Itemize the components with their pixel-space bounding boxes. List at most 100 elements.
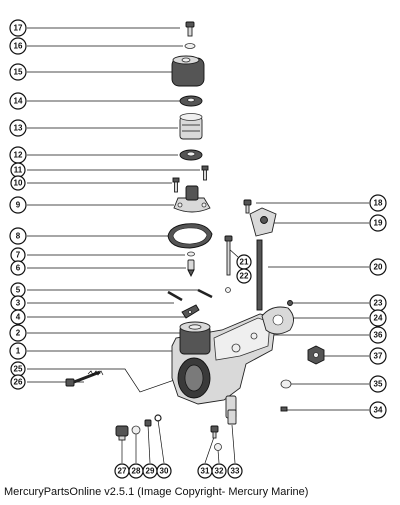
svg-text:27: 27 [118,467,127,476]
callout-15: 15 [9,63,27,81]
float-bowl-2 [179,321,211,355]
svg-text:11: 11 [14,166,23,175]
svg-text:10: 10 [14,179,23,188]
svg-text:8: 8 [16,232,21,241]
callout-6: 6 [10,260,26,276]
svg-text:12: 12 [14,151,23,160]
svg-text:28: 28 [132,467,141,476]
washer-7 [187,251,195,257]
washer-28 [131,425,141,435]
svg-text:21: 21 [240,258,249,267]
plug-33 [227,409,237,425]
bracket-19 [249,207,277,237]
callout-19: 19 [369,214,387,232]
callout-4: 4 [10,309,26,325]
svg-text:16: 16 [14,42,23,51]
svg-text:23: 23 [374,299,383,308]
gasket-24 [261,306,294,335]
needle-6 [187,259,195,278]
callout-22: 22 [236,268,252,284]
callout-16: 16 [9,37,27,55]
spring-25 [87,370,104,376]
svg-text:33: 33 [231,467,240,476]
svg-text:13: 13 [14,124,23,133]
pin-3 [167,290,183,302]
callout-32: 32 [211,463,227,479]
svg-text:6: 6 [16,264,21,273]
callout-9: 9 [9,196,27,214]
svg-text:36: 36 [374,331,383,340]
callout-34: 34 [369,401,387,419]
callout-24: 24 [369,309,387,327]
svg-text:20: 20 [374,263,383,272]
screw-21 [224,235,233,276]
svg-text:30: 30 [160,467,169,476]
svg-text:17: 17 [14,24,23,33]
svg-text:37: 37 [374,352,383,361]
svg-text:29: 29 [146,467,155,476]
callout-3: 3 [10,295,26,311]
svg-text:15: 15 [14,68,23,77]
svg-text:9: 9 [16,201,21,210]
screw-26 [65,370,101,387]
svg-text:3: 3 [16,299,21,308]
callout-36: 36 [369,326,387,344]
callout-12: 12 [9,146,27,164]
callout-13: 13 [9,119,27,137]
washer-16 [184,43,196,49]
svg-text:7: 7 [16,251,21,260]
callout-1: 1 [9,342,27,360]
nut-37 [307,345,325,365]
callout-7: 7 [10,247,26,263]
svg-text:34: 34 [374,406,383,415]
rod-20 [256,239,263,311]
callout-2: 2 [9,324,27,342]
pin-34 [280,406,288,412]
plug-27 [115,425,129,441]
leader-lines [27,27,369,464]
copyright-footer: MercuryPartsOnline v2.5.1 (Image Copyrig… [4,486,309,498]
svg-text:26: 26 [14,378,23,387]
svg-text:25: 25 [14,365,23,374]
float-arm-4 [181,304,200,319]
svg-text:18: 18 [374,199,383,208]
screw-17 [185,21,195,37]
plug-35 [280,379,292,389]
bowl-13 [179,113,203,140]
cover-9 [173,185,211,213]
svg-text:24: 24 [374,314,383,323]
o-ring-30 [154,414,162,422]
callout-35: 35 [369,375,387,393]
callout-25: 25 [10,361,26,377]
svg-text:14: 14 [14,97,23,106]
svg-text:5: 5 [16,286,21,295]
svg-text:31: 31 [201,467,210,476]
jet-31 [210,425,219,439]
callout-27: 27 [114,463,130,479]
callout-23: 23 [369,294,387,312]
washer-14 [179,95,203,107]
callout-17: 17 [9,19,27,37]
callout-18: 18 [369,194,387,212]
svg-text:4: 4 [16,313,21,322]
callout-20: 20 [369,258,387,276]
callouts: 17 16 15 14 13 12 11 10 9 8 7 6 5 3 4 2 … [9,19,387,479]
gasket-12 [179,149,203,161]
solenoid-15 [171,55,205,87]
washer-22 [225,287,231,293]
screw-10 [172,177,180,193]
callout-33: 33 [227,463,243,479]
jet-29 [144,419,152,427]
svg-text:35: 35 [374,380,383,389]
callout-8: 8 [9,227,27,245]
svg-text:1: 1 [16,347,21,356]
plug-23 [287,300,293,306]
svg-text:2: 2 [16,329,21,338]
gasket-8 [167,223,213,249]
washer-32 [214,443,222,451]
callout-21: 21 [236,254,252,270]
svg-text:19: 19 [374,219,383,228]
callout-29: 29 [142,463,158,479]
callout-5: 5 [10,282,26,298]
